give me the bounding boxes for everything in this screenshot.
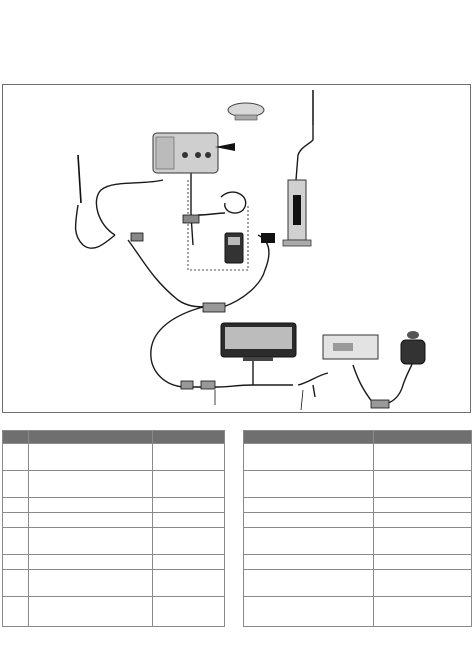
header-cell [373,430,472,444]
connector-bottom-mid [200,380,216,390]
table-row [243,569,472,597]
coil-cable [220,191,247,214]
header-cell [152,430,225,444]
receiver-unit [152,132,219,174]
dome-antenna [227,102,265,121]
connector-bottom-left [180,380,194,390]
header-cell [2,430,29,444]
table-header [2,430,225,444]
cable-receiver-down [190,173,194,246]
wiring-diagram-panel [2,84,471,413]
table-row [2,527,225,555]
table-row [243,443,472,471]
table-row [2,512,225,528]
cable-left-down [127,239,209,308]
leader-line-2 [300,389,304,411]
connector-right [261,233,275,243]
table-row [2,443,225,471]
table-left [2,430,225,627]
table-row [243,527,472,555]
joystick-controller [400,331,426,365]
cable-display-down [150,306,204,388]
header-cell [28,430,153,444]
table-row [2,470,225,498]
header-cell [243,430,374,444]
table-header [243,430,472,444]
cable-splitter-right [197,212,226,216]
left-antenna [77,154,82,204]
table-row [2,596,225,627]
table-row [243,596,472,627]
radio-module [322,334,379,360]
display-unit [220,322,297,361]
cable-antenna [295,125,314,181]
wiring-diagram [74,90,426,411]
cable-left-antenna [74,204,116,249]
connector-radio [370,399,390,409]
table-row [2,497,225,513]
base-antenna [282,179,312,247]
cable-radio-to-joystick [352,359,414,406]
arrow-pointer [215,143,235,151]
table-row [2,569,225,597]
table-row [243,470,472,498]
dashed-boundary [187,180,249,271]
table-row [243,554,472,570]
table-row [2,554,225,570]
connector-harness [202,302,226,313]
handheld-device [224,232,244,264]
harness-right [297,372,329,386]
harness-down [312,384,316,398]
connector-left [130,232,144,242]
cable-receiver-left [95,179,164,236]
table-row [243,512,472,528]
table-right [243,430,472,627]
connector-mid [182,214,200,224]
table-row [243,497,472,513]
